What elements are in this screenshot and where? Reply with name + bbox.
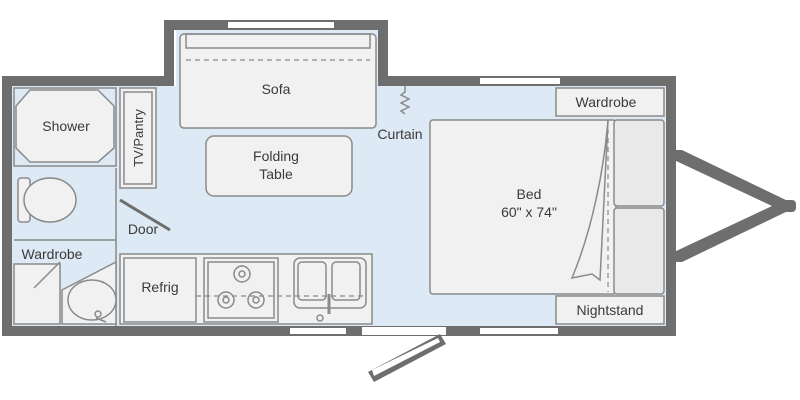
sofa: Sofa [179,33,377,129]
kitchen-counter: Refrig [119,253,373,325]
bathroom-door: Door [119,198,171,237]
folding-table: Folding Table [205,135,353,197]
curtain-label: Curtain [377,126,422,142]
nightstand-label: Nightstand [577,302,644,318]
kitchen-sink-icon [293,257,367,322]
folding-table-label-2: Table [259,166,293,182]
bed-label: Bed [517,186,542,202]
wardrobe-front-label: Wardrobe [576,94,637,110]
trailer-hitch [674,150,796,262]
stove-icon [203,257,279,323]
entry-door [362,327,446,382]
refrig-label: Refrig [141,279,178,295]
sofa-label: Sofa [262,81,291,97]
nightstand: Nightstand [555,295,665,325]
bed-size-label: 60" x 74" [501,204,557,220]
bathroom: Shower Wardrobe [13,87,117,326]
shower-label: Shower [42,118,90,134]
bathroom-sink-icon [61,260,117,325]
door-label: Door [128,221,159,237]
tv-pantry: TV/Pantry [119,87,157,189]
toilet-icon [17,177,77,223]
bed: Bed 60" x 74" [429,119,665,295]
wardrobe-front: Wardrobe [555,87,665,117]
tv-pantry-label: TV/Pantry [131,109,146,167]
windows [228,22,560,334]
wardrobe-rear-label: Wardrobe [22,246,83,262]
folding-table-label-1: Folding [253,148,299,164]
wardrobe-rear: Wardrobe [13,246,83,325]
curtain: Curtain [377,86,423,142]
